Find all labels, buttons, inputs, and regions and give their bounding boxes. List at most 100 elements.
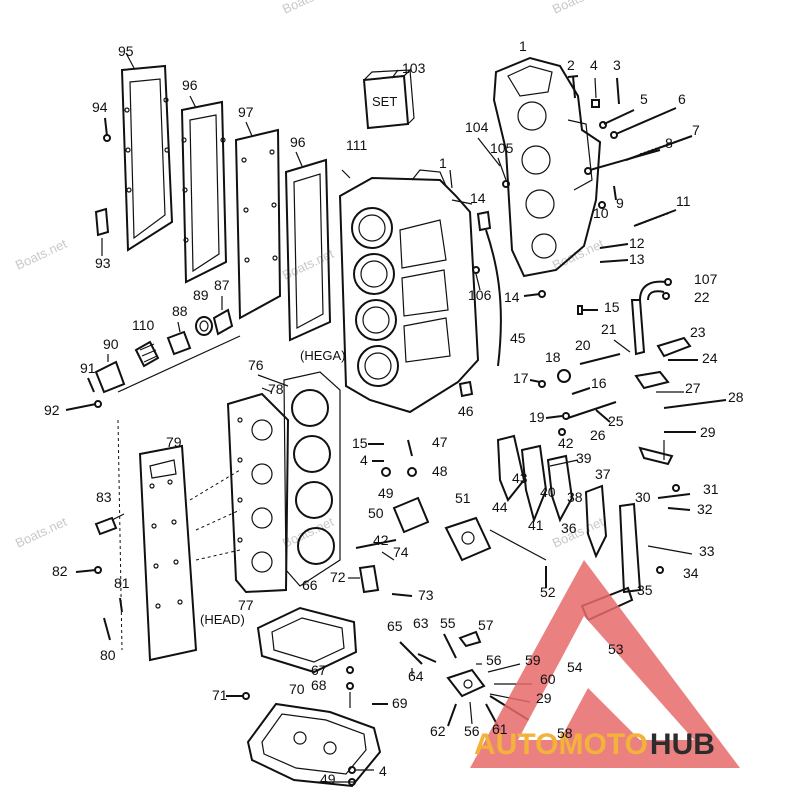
callout-83: 83 <box>96 489 112 505</box>
callout-13: 13 <box>629 251 645 267</box>
callout-6: 6 <box>678 91 686 107</box>
screw-81-80 <box>103 597 123 641</box>
screw-56b <box>469 701 473 725</box>
callout-76: 76 <box>248 357 264 373</box>
cap-87 <box>212 296 234 336</box>
screw-9-10 <box>598 185 617 209</box>
callout-88: 88 <box>172 303 188 319</box>
callout-48: 48 <box>432 463 448 479</box>
callout-4: 4 <box>360 452 368 468</box>
bolts-12-13 <box>599 243 629 263</box>
stud-11 <box>633 209 677 227</box>
callout-60: 60 <box>540 671 556 687</box>
callout-96: 96 <box>182 77 198 93</box>
callout-95: 95 <box>118 43 134 59</box>
tube-21 <box>613 299 646 356</box>
callout-28: 28 <box>728 389 744 405</box>
hose-107-22 <box>639 278 672 301</box>
screw-19 <box>545 412 570 420</box>
cylinder-head-77 <box>226 392 290 594</box>
clip-57 <box>458 630 482 648</box>
gasket-66 <box>256 606 358 674</box>
screw-62 <box>447 703 457 727</box>
part-box-103: SET <box>362 68 415 130</box>
bracket-23 <box>656 336 692 358</box>
gasket-96-left <box>180 95 228 284</box>
callout-74: 74 <box>393 544 409 560</box>
callout-11: 11 <box>676 193 691 209</box>
callout-65: 65 <box>387 618 403 634</box>
callout-70: 70 <box>289 681 305 697</box>
watermark-text: Boats.net <box>280 0 336 17</box>
watermark-text: Boats.net <box>13 514 69 551</box>
arm-40-41 <box>520 444 548 524</box>
cover-90 <box>94 354 126 394</box>
callout-52: 52 <box>540 584 556 600</box>
callout-34: 34 <box>683 565 699 581</box>
callout-58: 58 <box>557 725 573 741</box>
rod-55 <box>443 633 457 659</box>
screw-17 <box>529 379 546 388</box>
callout-14: 14 <box>470 190 486 206</box>
callout-30: 30 <box>635 489 651 505</box>
callout-5: 5 <box>640 91 648 107</box>
callout-38: 38 <box>567 489 583 505</box>
callout-25: 25 <box>608 413 624 429</box>
callout-105: 105 <box>490 140 514 156</box>
callout-1: 1 <box>439 155 447 171</box>
callout-87: 87 <box>214 277 230 293</box>
callout-80: 80 <box>100 647 116 663</box>
callout-59: 59 <box>525 652 541 668</box>
gasket-95 <box>120 52 174 252</box>
callout-53: 53 <box>608 641 624 657</box>
callout-16: 16 <box>591 375 607 391</box>
callout-69: 69 <box>392 695 408 711</box>
pin-106 <box>472 266 481 291</box>
callout-29: 29 <box>700 424 716 440</box>
callout-92: 92 <box>44 402 60 418</box>
callout-56: 56 <box>464 723 480 739</box>
arm-37-38-39 <box>546 454 579 523</box>
cylinder-block <box>338 169 480 414</box>
screws-4-49-bottom <box>316 766 374 786</box>
callout-24: 24 <box>702 350 718 366</box>
screws-67-68 <box>346 666 354 708</box>
callout-89: 89 <box>193 287 209 303</box>
callout-10: 10 <box>593 205 609 221</box>
brand-text-part1: AUTOMOTO <box>474 728 648 761</box>
seal-89 <box>195 316 213 336</box>
callout-33: 33 <box>699 543 715 559</box>
callout-8: 8 <box>665 135 673 151</box>
cover-97 <box>234 121 282 320</box>
spring-110 <box>134 340 160 368</box>
callout-21: 21 <box>601 321 617 337</box>
bolt-8 <box>584 149 661 175</box>
rod-20 <box>579 353 621 365</box>
gasket-96-right <box>284 151 332 342</box>
callout-50: 50 <box>368 505 384 521</box>
callout-62: 62 <box>430 723 446 739</box>
callout-94: 94 <box>92 99 108 115</box>
callout-45: 45 <box>510 330 526 346</box>
callout-78: 78 <box>268 381 284 397</box>
callout-90: 90 <box>103 336 119 352</box>
callout-32: 32 <box>697 501 713 517</box>
bolt-2 <box>567 75 579 99</box>
callout-40: 40 <box>540 484 556 500</box>
arm-36 <box>584 484 608 559</box>
callout-103: 103 <box>402 60 426 76</box>
note-head: (HEAD) <box>200 612 245 627</box>
brand-text-part2: HUB <box>650 728 715 761</box>
callout-37: 37 <box>595 466 611 482</box>
callout-42: 42 <box>558 435 574 451</box>
bracket-72 <box>348 564 380 594</box>
callout-72: 72 <box>330 569 346 585</box>
callout-77: 77 <box>238 597 254 613</box>
note-layer: (HEGA)(HEAD) <box>200 348 346 627</box>
bolts-30-31-32 <box>657 484 691 511</box>
screw-71 <box>226 692 250 700</box>
callout-46: 46 <box>458 403 474 419</box>
callout-73: 73 <box>418 587 434 603</box>
